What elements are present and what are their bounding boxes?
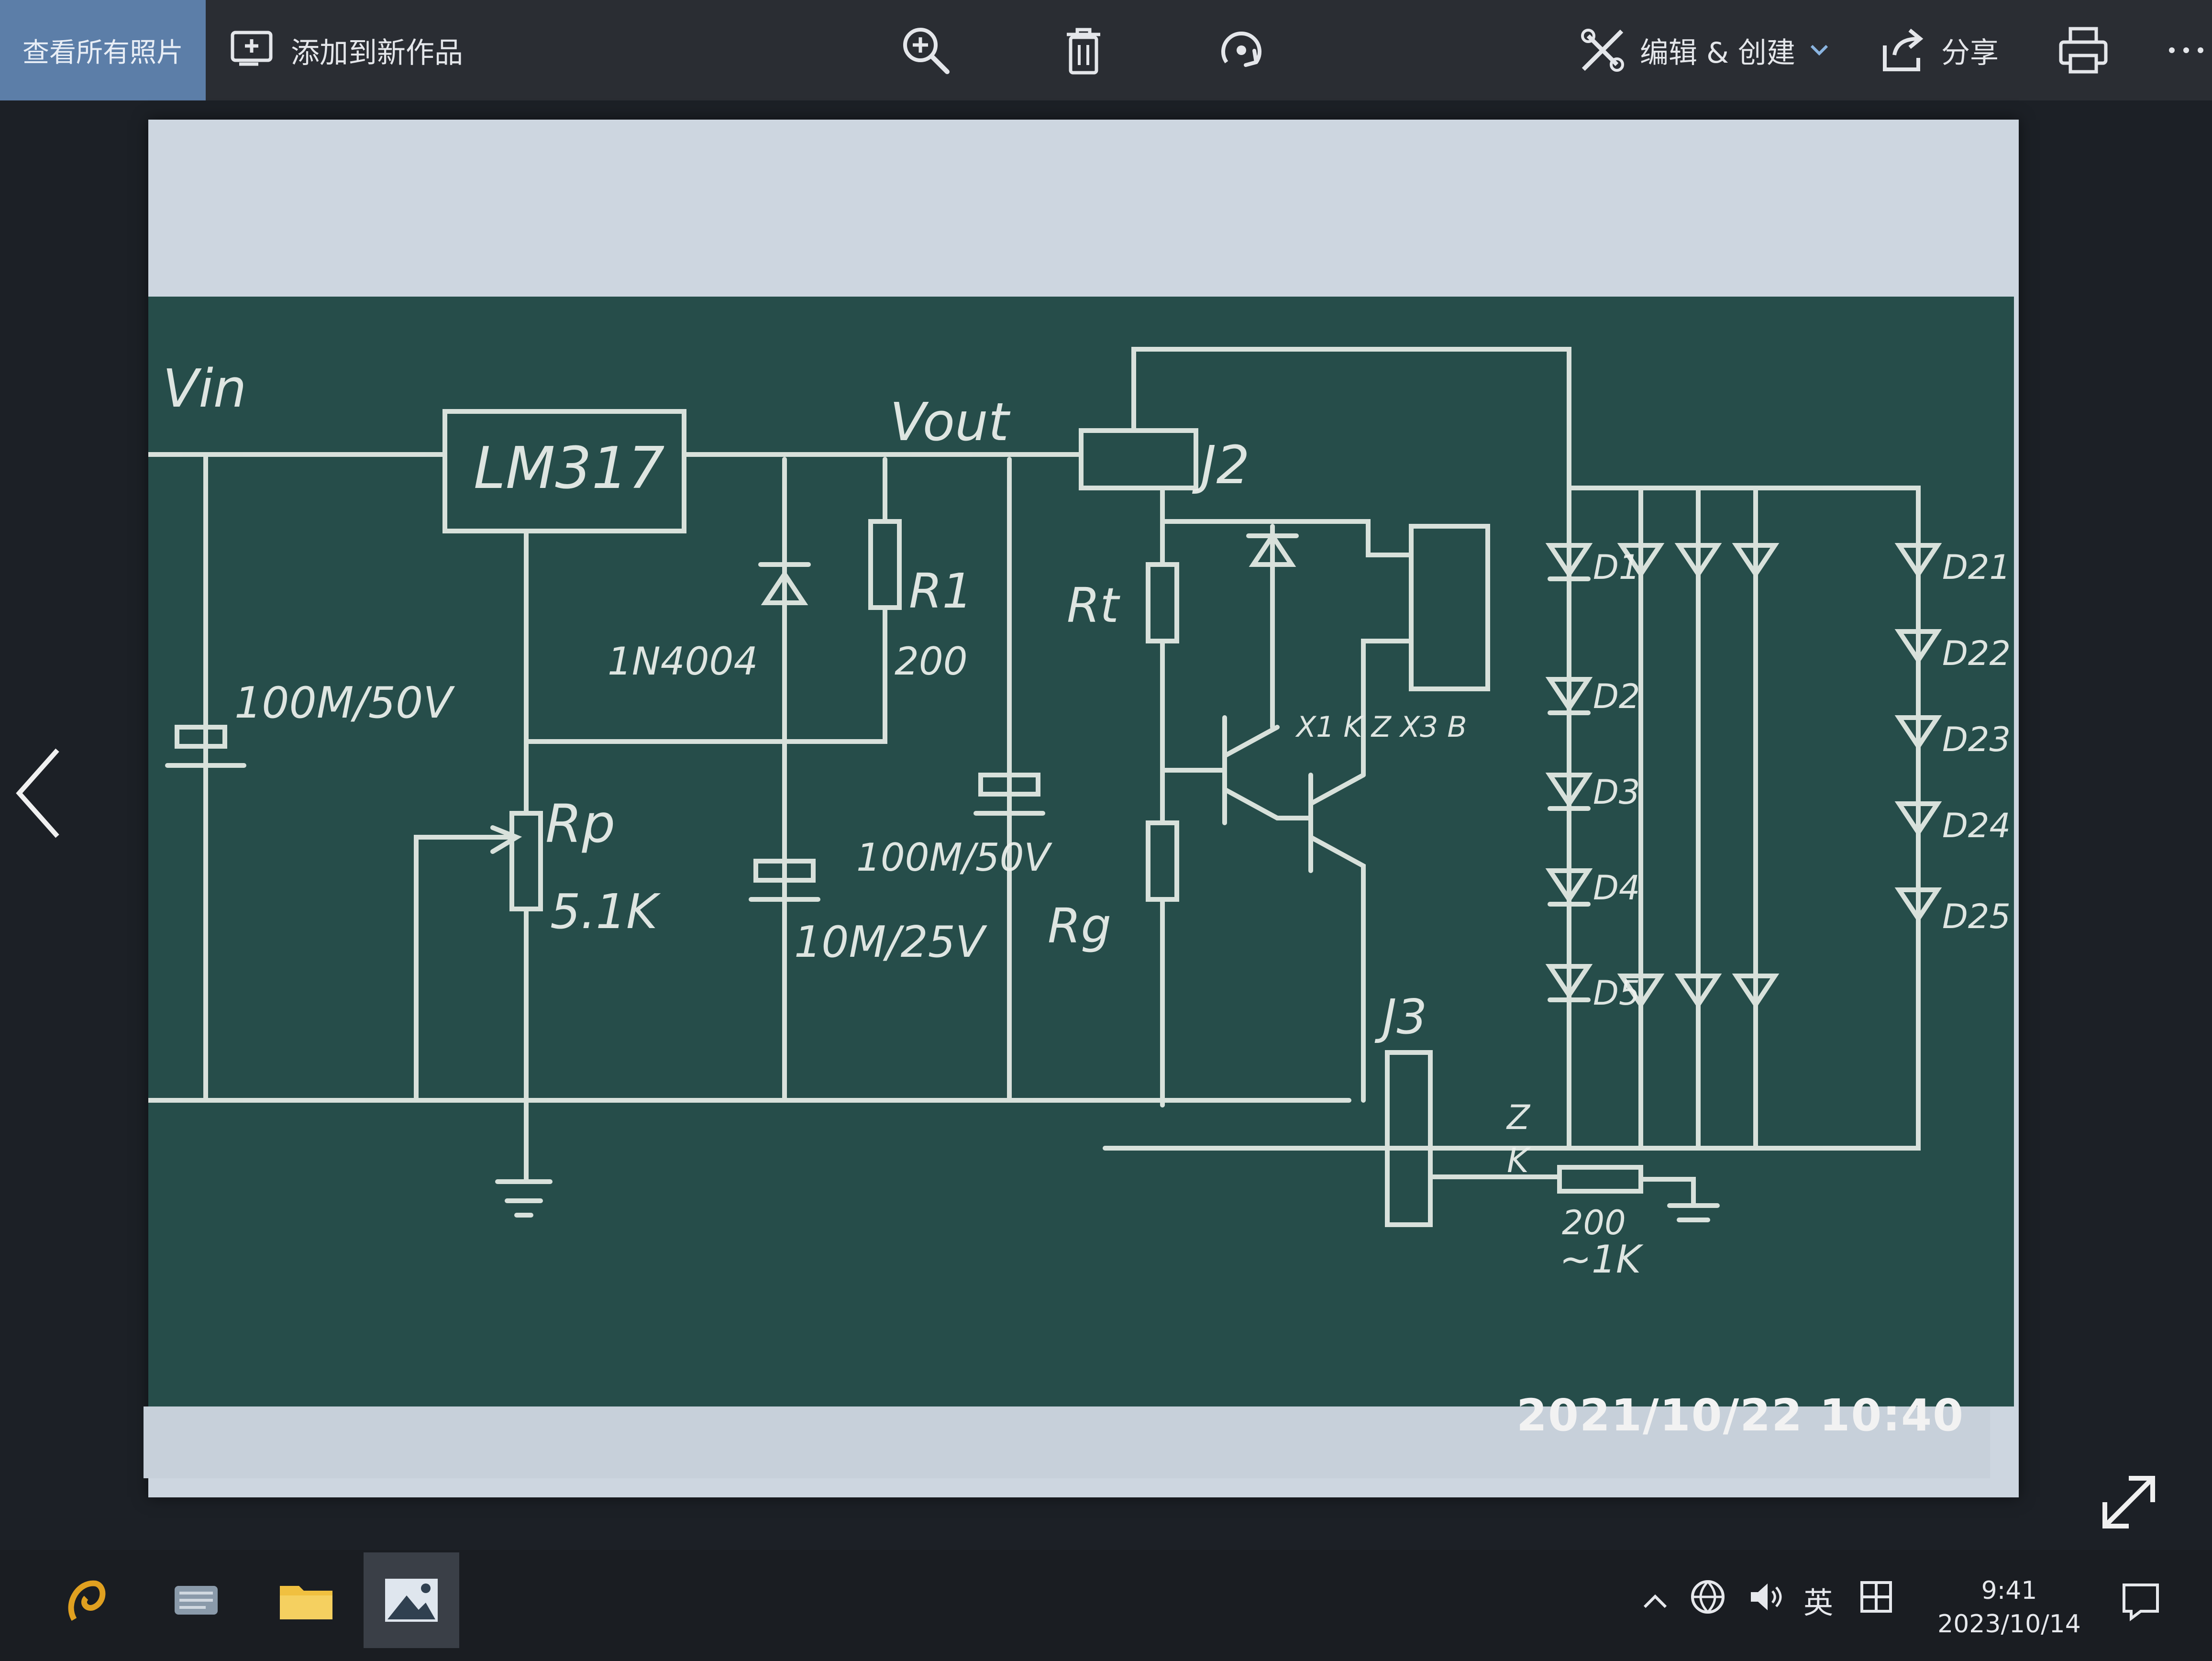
- print-button[interactable]: [2057, 0, 2110, 100]
- resistor-range-top: 200: [1562, 1203, 1626, 1242]
- vin-label: Vin: [163, 358, 247, 419]
- d25-label: D25: [1942, 897, 2011, 936]
- system-tray: 英: [1641, 1564, 1895, 1636]
- previous-photo-button[interactable]: [5, 737, 72, 852]
- d3-label: D3: [1593, 773, 1640, 812]
- more-icon: [2167, 45, 2205, 55]
- j2-label: J2: [1192, 434, 1250, 496]
- photos-app-icon[interactable]: [364, 1552, 459, 1648]
- edit-create-label: 编辑 & 创建: [1640, 36, 1795, 70]
- rg-label: Rg: [1048, 898, 1111, 954]
- ime-mode-icon[interactable]: [1857, 1578, 1895, 1623]
- d24-label: D24: [1942, 806, 2011, 845]
- taskbar-clock[interactable]: 9:41 2023/10/14: [1918, 1574, 2100, 1641]
- network-icon[interactable]: [1689, 1578, 1727, 1623]
- cap3-label: 100M/50V: [856, 835, 1052, 880]
- rotate-button[interactable]: [1215, 0, 1268, 100]
- d5-label: D5: [1593, 974, 1640, 1013]
- chevron-down-icon[interactable]: [1810, 43, 1829, 57]
- circuit-diagram: Vin LM317 Vout J2 100M/50V 1N4004 R1 200…: [146, 347, 2011, 1282]
- more-options-button[interactable]: [2167, 0, 2205, 100]
- j3-label: J3: [1374, 989, 1427, 1045]
- rp-label: Rp: [545, 793, 615, 854]
- delete-button[interactable]: [1062, 0, 1105, 100]
- app-icon-1[interactable]: [38, 1552, 134, 1648]
- rt-label: Rt: [1067, 577, 1120, 633]
- input-method-indicator[interactable]: 英: [1803, 1585, 1834, 1620]
- clock-date: 2023/10/14: [1937, 1610, 2081, 1639]
- d21-label: D21: [1942, 548, 2011, 587]
- zoom-in-icon: [899, 24, 952, 77]
- d4-label: D4: [1593, 868, 1640, 908]
- view-all-photos-label: 查看所有照片: [22, 37, 183, 68]
- edit-create-icon: [1579, 26, 1626, 74]
- app-icon-2[interactable]: [148, 1552, 244, 1648]
- r1-label: R1: [909, 563, 973, 619]
- expand-icon: [2095, 1476, 2162, 1538]
- chevron-left-icon: [14, 745, 62, 843]
- d22-label: D22: [1942, 634, 2011, 673]
- photo-timestamp: 2021/10/22 10:40: [1516, 1390, 1965, 1441]
- chalkboard-circuit-photo: Vin LM317 Vout J2 100M/50V 1N4004 R1 200…: [146, 297, 2014, 1406]
- photo-bottom-strip: [144, 1406, 1990, 1478]
- clock-time: 9:41: [1981, 1576, 2037, 1605]
- k-label: K: [1507, 1141, 1531, 1180]
- d2-label: D2: [1593, 677, 1640, 716]
- vout-label: Vout: [890, 391, 1011, 453]
- share-icon: [1880, 26, 1928, 74]
- volume-icon[interactable]: [1746, 1578, 1784, 1623]
- cap1-label: 100M/50V: [234, 678, 455, 728]
- show-hidden-icons-chevron-icon[interactable]: [1641, 1583, 1670, 1618]
- zoom-button[interactable]: [899, 0, 952, 100]
- add-to-creation-icon: [230, 29, 277, 72]
- r1-value-label: 200: [895, 639, 968, 684]
- d1-label: D1: [1593, 548, 1640, 587]
- print-icon: [2057, 24, 2110, 77]
- lm317-label: LM317: [474, 435, 664, 502]
- file-explorer-icon[interactable]: [258, 1552, 354, 1648]
- notification-icon: [2119, 1580, 2162, 1625]
- view-all-photos-button[interactable]: 查看所有照片: [0, 0, 206, 100]
- photo-viewer-toolbar: 查看所有照片 添加到新作品 编辑 & 创建 分享: [0, 0, 2212, 100]
- edit-create-button[interactable]: 编辑 & 创建: [1579, 0, 1829, 100]
- add-to-new-creation-label: 添加到新作品: [291, 36, 463, 70]
- add-to-new-creation-button[interactable]: 添加到新作品: [230, 0, 463, 100]
- trash-icon: [1062, 24, 1105, 77]
- notifications-button[interactable]: [2105, 1567, 2177, 1639]
- rotate-icon: [1215, 24, 1268, 77]
- cap2-label: 10M/25V: [794, 917, 987, 967]
- connector-pins-label: X1 K Z X3 B: [1295, 710, 1467, 744]
- share-label: 分享: [1941, 36, 1999, 70]
- resistor-range-bottom: ~1K: [1559, 1237, 1644, 1282]
- fullscreen-button[interactable]: [2095, 1469, 2162, 1536]
- share-button[interactable]: 分享: [1880, 0, 1999, 100]
- rp-value-label: 5.1K: [550, 884, 661, 940]
- diode-label: 1N4004: [608, 639, 758, 684]
- z-label: Z: [1506, 1098, 1531, 1137]
- d23-label: D23: [1942, 720, 2011, 759]
